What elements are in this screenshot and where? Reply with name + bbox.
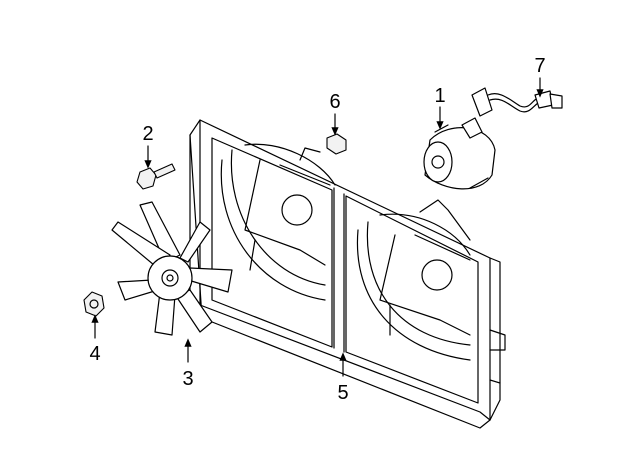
callout-5: 5 [337,352,349,404]
callout-6: 6 [329,91,341,136]
callout-number: 7 [534,55,545,77]
callout-number: 1 [434,85,445,107]
callout-7: 7 [534,55,546,98]
callout-number: 4 [89,343,100,365]
callout-number: 3 [182,368,193,390]
wiring-harness [471,87,563,117]
fan-shroud [189,119,506,429]
fan-blade [111,201,233,336]
callout-4: 4 [89,314,101,365]
bolt [136,163,176,190]
nut [83,291,105,317]
callout-number: 2 [142,123,153,145]
clip-nut [326,133,347,155]
callout-2: 2 [142,123,154,169]
callout-3: 3 [182,338,194,390]
callout-number: 5 [337,382,348,404]
callout-number: 6 [329,91,340,113]
motor [423,117,496,190]
callout-1: 1 [434,85,446,130]
